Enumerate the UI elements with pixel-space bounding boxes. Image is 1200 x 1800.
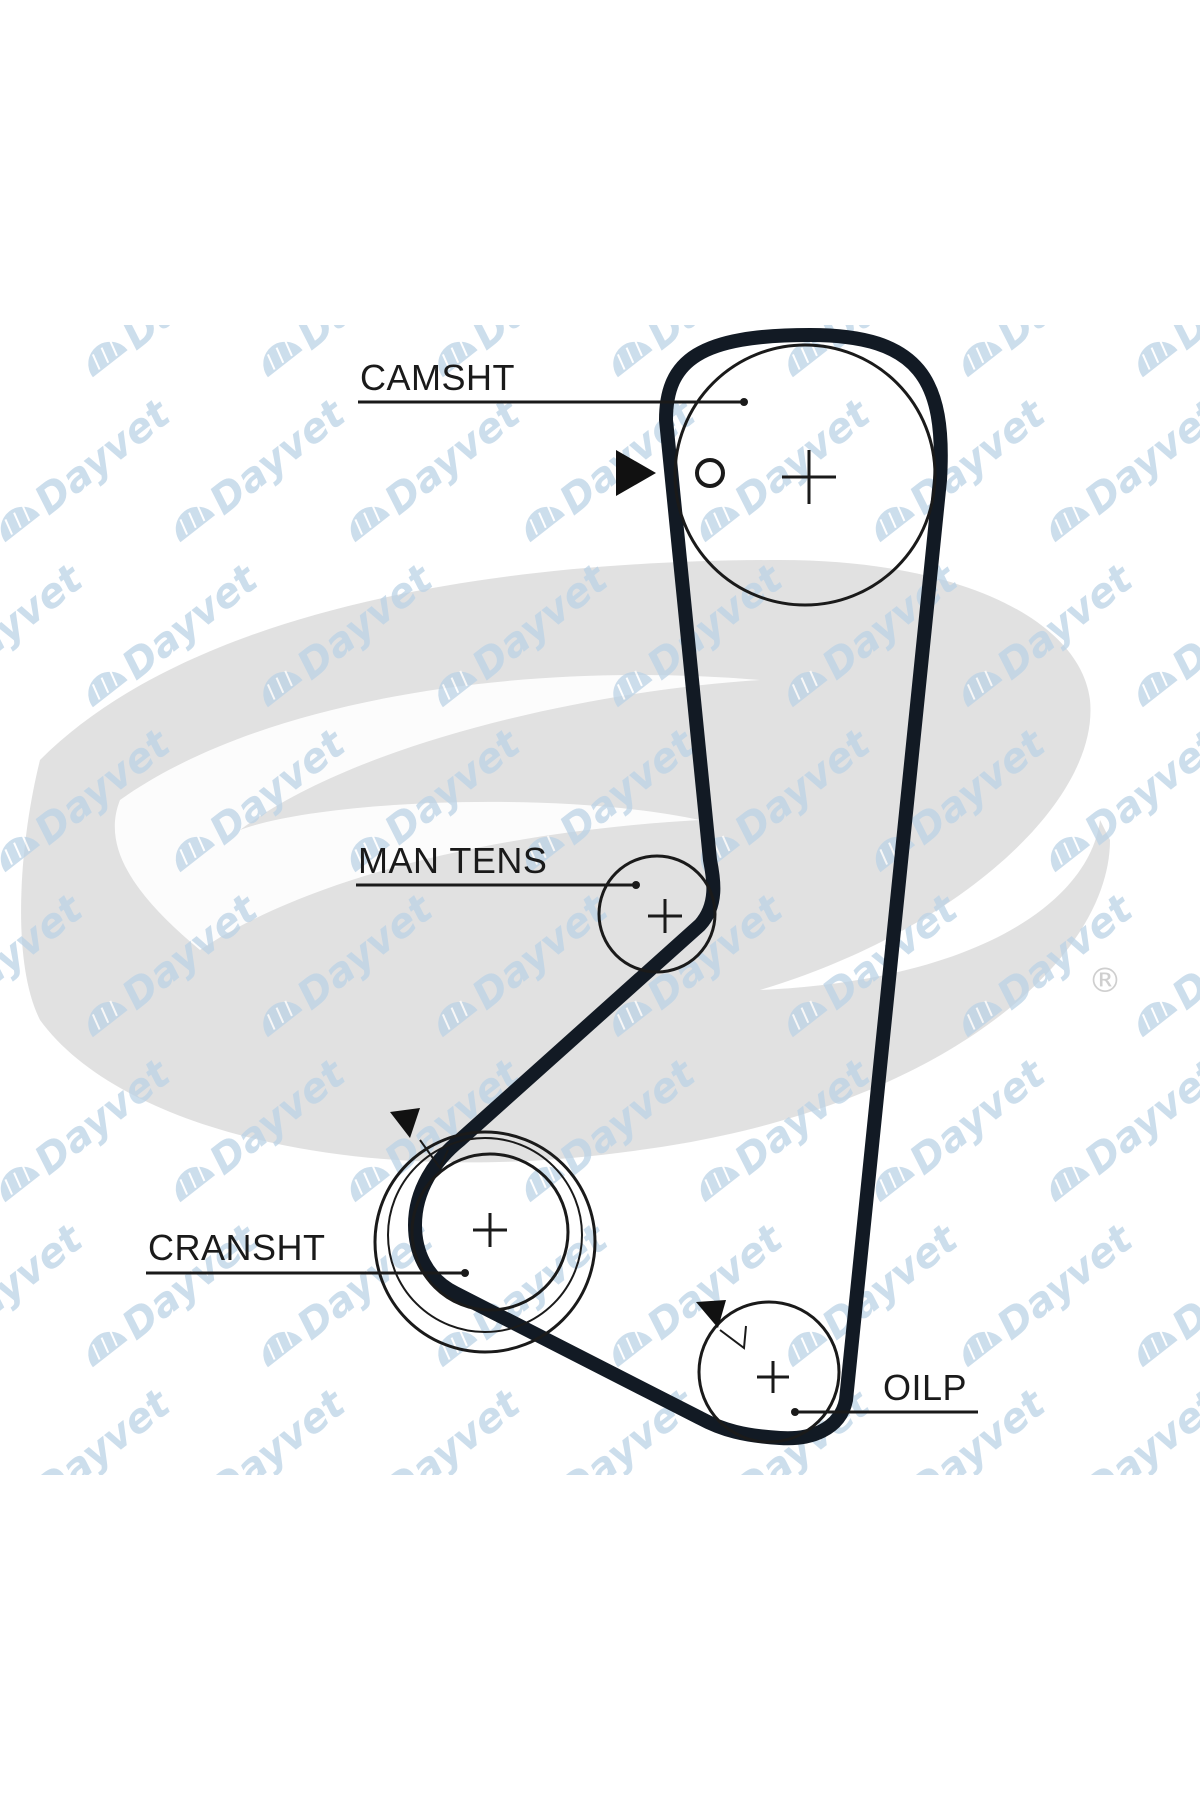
crankshaft-pulley: CRANSHT [146, 1108, 597, 1354]
oil-pump-label: OILP [883, 1367, 967, 1408]
plus-crosshair-icon [782, 450, 836, 504]
oil-pump-pulley: OILP [696, 1300, 978, 1444]
plus-crosshair-icon [757, 1361, 789, 1393]
camshaft-pulley-outline [673, 343, 937, 607]
manual-tensioner-pulley: MAN TENS [356, 840, 717, 974]
plus-crosshair-icon [648, 899, 682, 933]
timing-mark-triangle-icon [696, 1300, 726, 1328]
timing-mark-triangle-icon [616, 450, 656, 496]
timing-notch-icon [419, 1139, 449, 1171]
timing-notch-icon [719, 1325, 747, 1350]
plus-crosshair-icon [473, 1213, 507, 1247]
crankshaft-label: CRANSHT [148, 1227, 326, 1268]
camshaft-label: CAMSHT [360, 357, 515, 398]
crankshaft-inner-ring [387, 1137, 583, 1333]
camshaft-pulley: CAMSHT [358, 343, 937, 607]
crankshaft-outer-ring [373, 1130, 597, 1354]
tensioner-pulley-outline [597, 854, 717, 974]
oil-pump-pulley-outline [697, 1300, 841, 1444]
crankshaft-hub [410, 1152, 570, 1312]
registered-mark: ® [1088, 961, 1122, 1001]
timing-mark-triangle-icon [390, 1108, 420, 1138]
manual-tensioner-label: MAN TENS [358, 840, 547, 881]
timing-belt [408, 328, 948, 1446]
alignment-circle-icon [695, 458, 725, 488]
